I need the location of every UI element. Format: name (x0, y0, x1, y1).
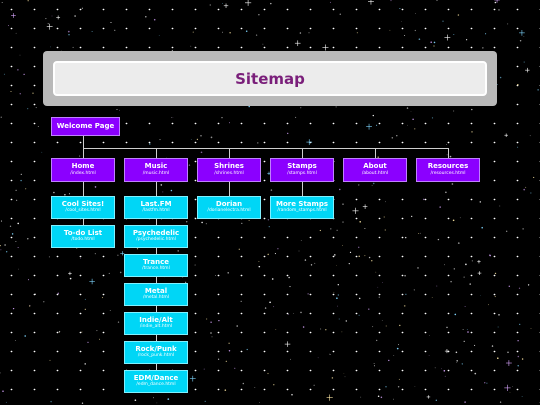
node-url: /dorianelectra.html (207, 208, 251, 214)
section-node-resources[interactable]: Resources/resources.html (416, 158, 480, 182)
page-node-cool-sites[interactable]: Cool Sites!/cool_sites.html (51, 196, 115, 219)
node-url: /resources.html (430, 170, 466, 176)
page-node-more-stamps[interactable]: More Stamps/random_stamps.html (270, 196, 334, 219)
section-node-shrines[interactable]: Shrines/shrines.html (197, 158, 261, 182)
section-node-about[interactable]: About/about.html (343, 158, 407, 182)
node-url: /trance.html (142, 266, 170, 272)
node-url: /shrines.html (214, 170, 244, 176)
connector-line (448, 148, 449, 158)
page-node-indie-alt[interactable]: Indie/Alt/indie_alt.html (124, 312, 188, 335)
node-label: Resources (427, 162, 469, 171)
node-label: Trance (142, 257, 170, 266)
node-label: EDM/Dance (133, 373, 179, 382)
section-node-home[interactable]: Home/index.html (51, 158, 115, 182)
node-url: /edm_dance.html (136, 382, 176, 388)
connector-line (302, 182, 303, 198)
node-url: /metal.html (142, 295, 170, 301)
connector-line (83, 136, 84, 148)
node-label: Home (71, 162, 95, 171)
node-label: Psychedelic (132, 228, 180, 237)
page-node-edm-dance[interactable]: EDM/Dance/edm_dance.html (124, 370, 188, 393)
section-node-stamps[interactable]: Stamps/stamps.html (270, 158, 334, 182)
node-url: /cool_sites.html (65, 208, 101, 214)
node-url: /lastfm.html (142, 208, 170, 214)
connector-line (229, 182, 230, 198)
connector-line (83, 148, 449, 149)
node-url: /todo.html (71, 237, 95, 243)
connector-line (83, 148, 84, 158)
node-url: /stamps.html (287, 170, 317, 176)
page-node-last-fm[interactable]: Last.FM/lastfm.html (124, 196, 188, 219)
node-label: Metal (144, 286, 168, 295)
connector-line (229, 148, 230, 158)
page-node-rock-punk[interactable]: Rock/Punk/rock_punk.html (124, 341, 188, 364)
node-url: /random_stamps.html (277, 208, 327, 214)
node-url: /music.html (142, 170, 170, 176)
node-label: Indie/Alt (139, 315, 173, 324)
node-url: /indie_alt.html (139, 324, 173, 330)
page-node-psychedelic[interactable]: Psychedelic/psychedelic.html (124, 225, 188, 248)
node-url: /index.html (70, 170, 96, 176)
page-node-to-do-list[interactable]: To-do List/todo.html (51, 225, 115, 248)
node-label: Cool Sites! (61, 199, 105, 208)
page-node-trance[interactable]: Trance/trance.html (124, 254, 188, 277)
page-node-dorian[interactable]: Dorian/dorianelectra.html (197, 196, 261, 219)
connector-line (156, 182, 157, 372)
node-label: Last.FM (140, 199, 172, 208)
node-label: More Stamps (276, 199, 328, 208)
node-url: /about.html (361, 170, 389, 176)
header-frame: Sitemap (43, 51, 497, 106)
node-url: /rock_punk.html (137, 353, 175, 359)
node-label: Shrines (214, 162, 244, 171)
page-title: Sitemap (235, 69, 305, 88)
connector-line (156, 148, 157, 158)
node-label: About (363, 162, 387, 171)
node-label: Stamps (287, 162, 317, 171)
welcome-page-label: Welcome Page (56, 121, 115, 130)
node-label: Dorian (215, 199, 243, 208)
section-node-music[interactable]: Music/music.html (124, 158, 188, 182)
page-node-metal[interactable]: Metal/metal.html (124, 283, 188, 306)
header-panel: Sitemap (53, 61, 487, 96)
node-url: /psychedelic.html (136, 237, 176, 243)
welcome-page-node[interactable]: Welcome Page (51, 117, 120, 136)
connector-line (302, 148, 303, 158)
connector-line (375, 148, 376, 158)
node-label: Music (144, 162, 168, 171)
node-label: To-do List (63, 228, 103, 237)
node-label: Rock/Punk (135, 344, 177, 353)
